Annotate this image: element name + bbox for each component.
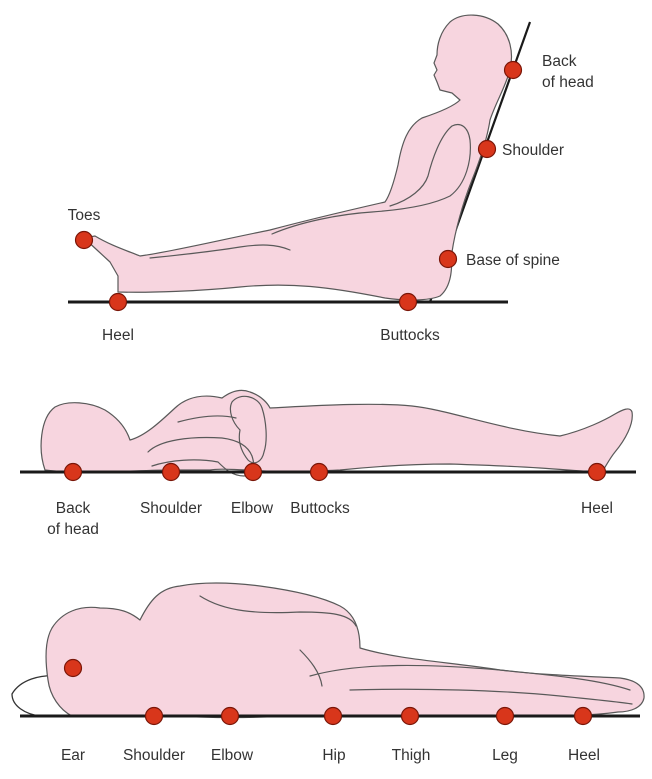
- supine-figure: [40, 389, 633, 473]
- sitting-figure: [83, 14, 513, 301]
- side-lying-hip-label: Hip: [322, 747, 345, 764]
- sitting-points: [74, 60, 523, 312]
- sitting-base-of-spine-label: Base of spine: [466, 252, 560, 269]
- sitting-base-of-spine-point: [438, 249, 458, 269]
- side-lying-ear-point: [63, 658, 83, 678]
- side-lying-leg-point: [495, 706, 515, 726]
- side-lying-labels: Ear Shoulder Elbow Hip Thigh Leg Heel: [61, 747, 600, 764]
- side-lying-ear-label-line: Ear: [61, 747, 85, 764]
- sitting-thigh-line: [149, 244, 291, 259]
- sitting-back-of-head-label-line: of head: [542, 74, 594, 91]
- side-lying-upper-leg-line: [309, 664, 631, 691]
- supine-buttocks-label-line: Buttocks: [290, 500, 350, 517]
- sitting-heel-point: [108, 292, 128, 312]
- supine-buttocks-point: [309, 462, 329, 482]
- sitting-buttocks-label-line: Buttocks: [380, 327, 440, 344]
- side-lying-thigh-label-line: Thigh: [392, 747, 431, 764]
- panel-supine: Back of head Shoulder Elbow Buttocks Heel: [20, 389, 636, 538]
- side-lying-buttock-line: [299, 649, 323, 687]
- supine-heel-label: Heel: [581, 500, 613, 517]
- side-lying-lower-leg-line: [349, 688, 633, 705]
- sitting-toes-label-line: Toes: [68, 207, 101, 224]
- supine-heel-label-line: Heel: [581, 500, 613, 517]
- side-lying-heel-label-line: Heel: [568, 747, 600, 764]
- sitting-toes-label: Toes: [68, 207, 101, 224]
- sitting-buttocks-point: [398, 292, 418, 312]
- side-lying-shoulder-label-line: Shoulder: [123, 747, 185, 764]
- supine-elbow-label: Elbow: [231, 500, 274, 517]
- supine-back-of-head-label: Back of head: [47, 500, 99, 538]
- supine-back-of-head-point: [63, 462, 83, 482]
- side-lying-shoulder-point: [144, 706, 164, 726]
- supine-shoulder-label-line: Shoulder: [140, 500, 202, 517]
- supine-heel-point: [587, 462, 607, 482]
- supine-elbow-label-line: Elbow: [231, 500, 274, 517]
- supine-chest-line: [177, 415, 237, 423]
- supine-elbow-point: [243, 462, 263, 482]
- sitting-buttocks-label: Buttocks: [380, 327, 440, 344]
- panel-side-lying: Ear Shoulder Elbow Hip Thigh Leg Heel: [11, 582, 645, 764]
- sitting-back-of-head-point: [503, 60, 523, 80]
- sitting-shoulder-point: [477, 139, 497, 159]
- side-lying-hip-point: [323, 706, 343, 726]
- sitting-arm-outline: [271, 123, 471, 235]
- side-lying-thigh-point: [400, 706, 420, 726]
- side-lying-elbow-point: [220, 706, 240, 726]
- sitting-shoulder-label: Shoulder: [502, 142, 564, 159]
- supine-back-of-head-label-line: of head: [47, 521, 99, 538]
- side-lying-thigh-label: Thigh: [392, 747, 431, 764]
- sitting-heel-label: Heel: [102, 327, 134, 344]
- sitting-base-of-spine-label-line: Base of spine: [466, 252, 560, 269]
- supine-labels: Back of head Shoulder Elbow Buttocks Heel: [47, 500, 613, 538]
- side-lying-arm-line: [199, 595, 357, 627]
- supine-shoulder-label: Shoulder: [140, 500, 202, 517]
- side-lying-leg-label: Leg: [492, 747, 518, 764]
- side-lying-heel-point: [573, 706, 593, 726]
- side-lying-points: [63, 658, 593, 726]
- sitting-toes-point: [74, 230, 94, 250]
- side-lying-heel-label: Heel: [568, 747, 600, 764]
- sitting-back-of-head-label-line: Back: [542, 53, 577, 70]
- side-lying-leg-label-line: Leg: [492, 747, 518, 764]
- side-lying-shoulder-label: Shoulder: [123, 747, 185, 764]
- sitting-heel-label-line: Heel: [102, 327, 134, 344]
- supine-shoulder-point: [161, 462, 181, 482]
- side-lying-elbow-label: Elbow: [211, 747, 254, 764]
- supine-points: [63, 462, 607, 482]
- supine-back-of-head-label-line: Back: [56, 500, 91, 517]
- side-lying-hip-label-line: Hip: [322, 747, 345, 764]
- sitting-shoulder-label-line: Shoulder: [502, 142, 564, 159]
- side-lying-figure: [45, 582, 645, 719]
- sitting-back-of-head-label: Back of head: [542, 53, 594, 91]
- side-lying-ear-label: Ear: [61, 747, 85, 764]
- supine-buttocks-label: Buttocks: [290, 500, 350, 517]
- supine-forearm-outline: [229, 395, 267, 464]
- side-lying-elbow-label-line: Elbow: [211, 747, 254, 764]
